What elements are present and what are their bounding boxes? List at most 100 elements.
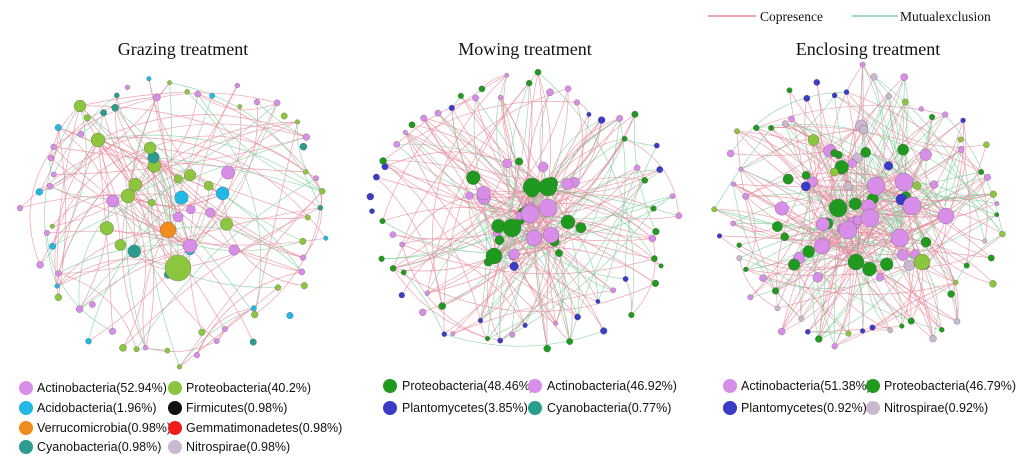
network-edge bbox=[376, 176, 443, 307]
network-edge bbox=[807, 325, 902, 333]
network-node bbox=[398, 292, 405, 299]
network-node bbox=[502, 158, 512, 169]
network-edge bbox=[256, 101, 307, 138]
network-edge bbox=[808, 251, 891, 331]
network-edge bbox=[546, 234, 552, 349]
network-edge bbox=[49, 185, 169, 231]
network-edge bbox=[122, 195, 146, 348]
network-node bbox=[49, 223, 55, 229]
network-node bbox=[299, 142, 308, 151]
network-node bbox=[730, 181, 737, 187]
legend-swatch-actinobacteria bbox=[528, 379, 542, 393]
network-edge bbox=[136, 177, 317, 350]
network-node bbox=[203, 180, 214, 191]
network-node bbox=[164, 347, 171, 354]
network-node bbox=[982, 238, 988, 244]
network-node bbox=[303, 169, 309, 175]
network-edge bbox=[818, 181, 905, 340]
network-edge bbox=[500, 97, 549, 188]
network-node bbox=[885, 93, 892, 100]
network-edge bbox=[925, 144, 987, 266]
network-edge bbox=[125, 195, 146, 348]
network-edge bbox=[79, 229, 169, 310]
network-node bbox=[127, 244, 141, 258]
network-edge bbox=[925, 241, 959, 322]
network-node bbox=[209, 92, 216, 99]
network-edge bbox=[149, 147, 304, 258]
legend-label: Plantomycetes(0.92%) bbox=[741, 401, 867, 415]
network-node bbox=[109, 327, 117, 335]
network-edge bbox=[153, 157, 323, 192]
network-node bbox=[774, 201, 789, 216]
network-edge bbox=[740, 129, 864, 170]
network-node bbox=[641, 177, 649, 184]
network-node bbox=[622, 276, 629, 282]
network-edge bbox=[79, 91, 188, 107]
network-node bbox=[106, 194, 119, 208]
network-edge bbox=[808, 77, 905, 252]
network-edge bbox=[872, 261, 923, 328]
network-edge bbox=[775, 171, 835, 292]
network-node bbox=[184, 169, 196, 182]
network-edge bbox=[403, 163, 508, 273]
network-edge bbox=[427, 167, 638, 294]
network-node bbox=[870, 73, 878, 81]
network-node bbox=[75, 305, 84, 313]
legend-label: Proteobacteria(40.2%) bbox=[186, 381, 311, 395]
network-node bbox=[780, 232, 789, 242]
network-node bbox=[304, 214, 311, 221]
network-node bbox=[193, 352, 200, 359]
network-edge bbox=[189, 106, 242, 247]
network-edge bbox=[127, 121, 298, 197]
network-node bbox=[669, 193, 676, 199]
network-edge bbox=[730, 91, 847, 154]
network-node bbox=[302, 133, 310, 141]
network-node bbox=[497, 94, 504, 101]
network-edge bbox=[511, 227, 626, 280]
network-node bbox=[509, 261, 519, 271]
network-edge bbox=[818, 116, 933, 340]
network-node bbox=[525, 229, 543, 247]
network-node bbox=[860, 147, 871, 158]
network-edge bbox=[392, 268, 501, 341]
network-edge bbox=[493, 255, 557, 324]
network-edge bbox=[745, 125, 862, 197]
network-node bbox=[402, 129, 408, 135]
network-node bbox=[843, 181, 853, 191]
network-node bbox=[522, 177, 542, 197]
network-edges bbox=[19, 78, 327, 368]
network-node bbox=[957, 136, 964, 143]
enclosing-network bbox=[711, 61, 1006, 350]
network-node bbox=[597, 116, 606, 124]
network-node bbox=[912, 181, 922, 190]
network-edge bbox=[58, 245, 191, 274]
network-node bbox=[903, 259, 915, 271]
network-node bbox=[860, 208, 880, 228]
network-node bbox=[494, 235, 505, 246]
network-node bbox=[847, 253, 865, 271]
network-edge bbox=[79, 249, 191, 310]
network-edge bbox=[834, 220, 860, 347]
network-node bbox=[983, 141, 990, 148]
network-node bbox=[522, 322, 528, 328]
network-node bbox=[815, 217, 830, 232]
network-node bbox=[17, 205, 23, 212]
legend-label: Proteobacteria(46.79%) bbox=[884, 379, 1016, 393]
network-node bbox=[379, 218, 386, 225]
network-node bbox=[373, 173, 380, 181]
network-node bbox=[43, 229, 50, 236]
network-node bbox=[876, 273, 884, 282]
network-edge bbox=[396, 97, 476, 145]
network-edge bbox=[812, 173, 903, 185]
network-node bbox=[182, 238, 198, 254]
network-edge bbox=[58, 127, 121, 245]
network-edge bbox=[79, 105, 255, 315]
enclosing-legend: Actinobacteria(51.38%) Proteobacteria(46… bbox=[723, 379, 1016, 415]
network-edge bbox=[493, 255, 556, 324]
grazing-panel-title: Grazing treatment bbox=[118, 39, 248, 59]
enclosing-panel-title: Enclosing treatment bbox=[796, 39, 940, 59]
network-node bbox=[848, 197, 862, 211]
network-edge bbox=[495, 75, 531, 215]
network-node bbox=[73, 99, 87, 113]
network-node bbox=[299, 237, 307, 245]
